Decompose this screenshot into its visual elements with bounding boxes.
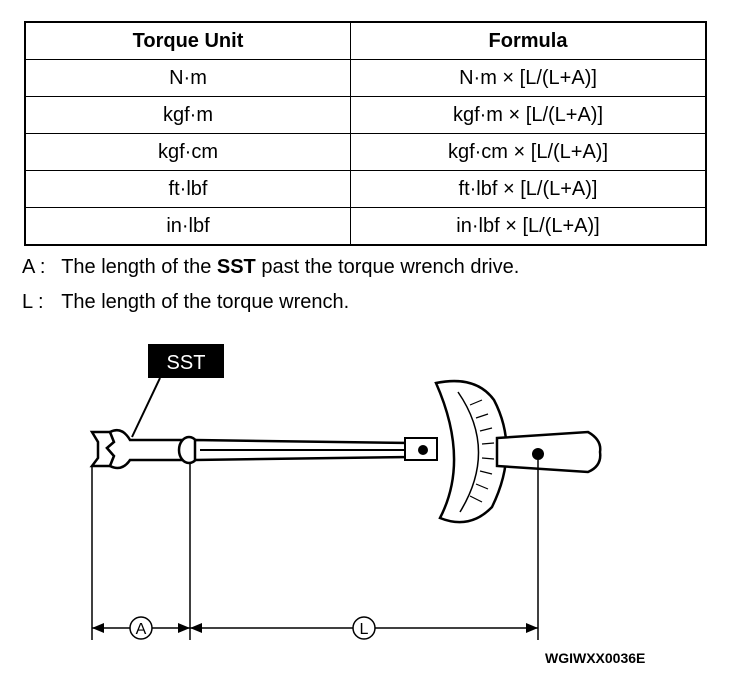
unit-cell: in·lbf (24, 207, 351, 246)
formula-cell: N·m × [L/(L+A)] (350, 59, 707, 97)
sst-leader-line (131, 377, 161, 438)
unit-cell: kgf·m (24, 96, 351, 134)
header-formula: Formula (350, 21, 707, 60)
unit-cell: N·m (24, 59, 351, 97)
formula-cell: kgf·cm × [L/(L+A)] (350, 133, 707, 171)
note-a-text-pre: The length of the (61, 256, 212, 278)
note-l-text: The length of the torque wrench. (61, 291, 350, 313)
table-row: N·m N·m × [L/(L+A)] (24, 59, 707, 97)
svg-text:SST: SST (167, 352, 206, 374)
svg-text:L: L (360, 621, 369, 638)
note-a-sst-bold: SST (216, 256, 256, 278)
table-header-row: Torque Unit Formula (24, 21, 707, 60)
formula-cell: in·lbf × [L/(L+A)] (350, 207, 707, 246)
table-row: ft·lbf ft·lbf × [L/(L+A)] (24, 170, 707, 208)
formula-cell: ft·lbf × [L/(L+A)] (350, 170, 707, 208)
sst-wrench-icon (89, 429, 190, 470)
figure-code: WGIWXX0036E (545, 650, 645, 666)
torque-conversion-table: Torque Unit Formula N·m N·m × [L/(L+A)] … (24, 21, 707, 246)
dimension-extension-lines (91, 460, 539, 640)
header-torque-unit: Torque Unit (24, 21, 351, 60)
dimension-a: A (92, 616, 190, 640)
unit-cell: ft·lbf (24, 170, 351, 208)
dimension-l: L (190, 616, 538, 640)
note-a-text-post: past the torque wrench drive. (261, 256, 520, 278)
unit-cell: kgf·cm (24, 133, 351, 171)
formula-cell: kgf·m × [L/(L+A)] (350, 96, 707, 134)
table-row: in·lbf in·lbf × [L/(L+A)] (24, 207, 707, 246)
torque-wrench-icon (177, 379, 602, 524)
torque-wrench-diagram: SST (89, 344, 645, 666)
note-l: L : The length of the torque wrench. (22, 291, 349, 314)
table-row: kgf·m kgf·m × [L/(L+A)] (24, 96, 707, 134)
svg-text:A: A (136, 621, 147, 638)
table-row: kgf·cm kgf·cm × [L/(L+A)] (24, 133, 707, 171)
note-l-key: L : (22, 291, 44, 313)
note-a: A : The length of the SST past the torqu… (22, 256, 519, 279)
sst-label: SST (148, 344, 224, 378)
note-a-key: A : (22, 256, 46, 278)
